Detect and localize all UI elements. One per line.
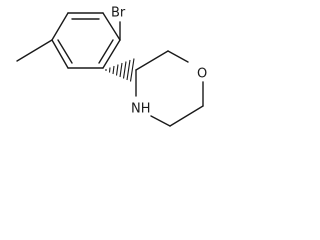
molecule-diagram: Br O NH (16, 6, 207, 127)
morpholine-bond-c3-c2 (135, 50, 169, 71)
wedge-hash (119, 62, 123, 78)
morpholine-bond-c2-o (167, 50, 189, 63)
wedge-hash (115, 64, 119, 76)
ring-double-bond-left (57, 39, 73, 64)
ring-bond-top-right (102, 12, 121, 41)
nitrogen-label: NH (131, 102, 151, 117)
wedge-hash (112, 65, 115, 75)
wedge-hash (122, 61, 127, 79)
wedge-hash (108, 67, 111, 73)
structure-canvas: Br O NH (0, 0, 220, 154)
benzene-ring (51, 12, 121, 69)
hashed-wedge-bond (105, 58, 135, 82)
wedge-hash (129, 58, 135, 82)
morpholine-ring (135, 50, 204, 127)
morpholine-bond-c5-n (150, 115, 171, 127)
ring-double-bond-right (98, 39, 114, 64)
ring-bond-lower-right (102, 39, 121, 69)
ring-bond-lower-left (51, 39, 69, 69)
oxygen-label: O (197, 67, 207, 82)
methyl-bond (16, 39, 53, 62)
morpholine-bond-c6-c5 (169, 105, 204, 127)
ring-bond-upper-left (51, 12, 69, 41)
wedge-hash (126, 59, 131, 81)
bromine-label: Br (111, 6, 126, 21)
